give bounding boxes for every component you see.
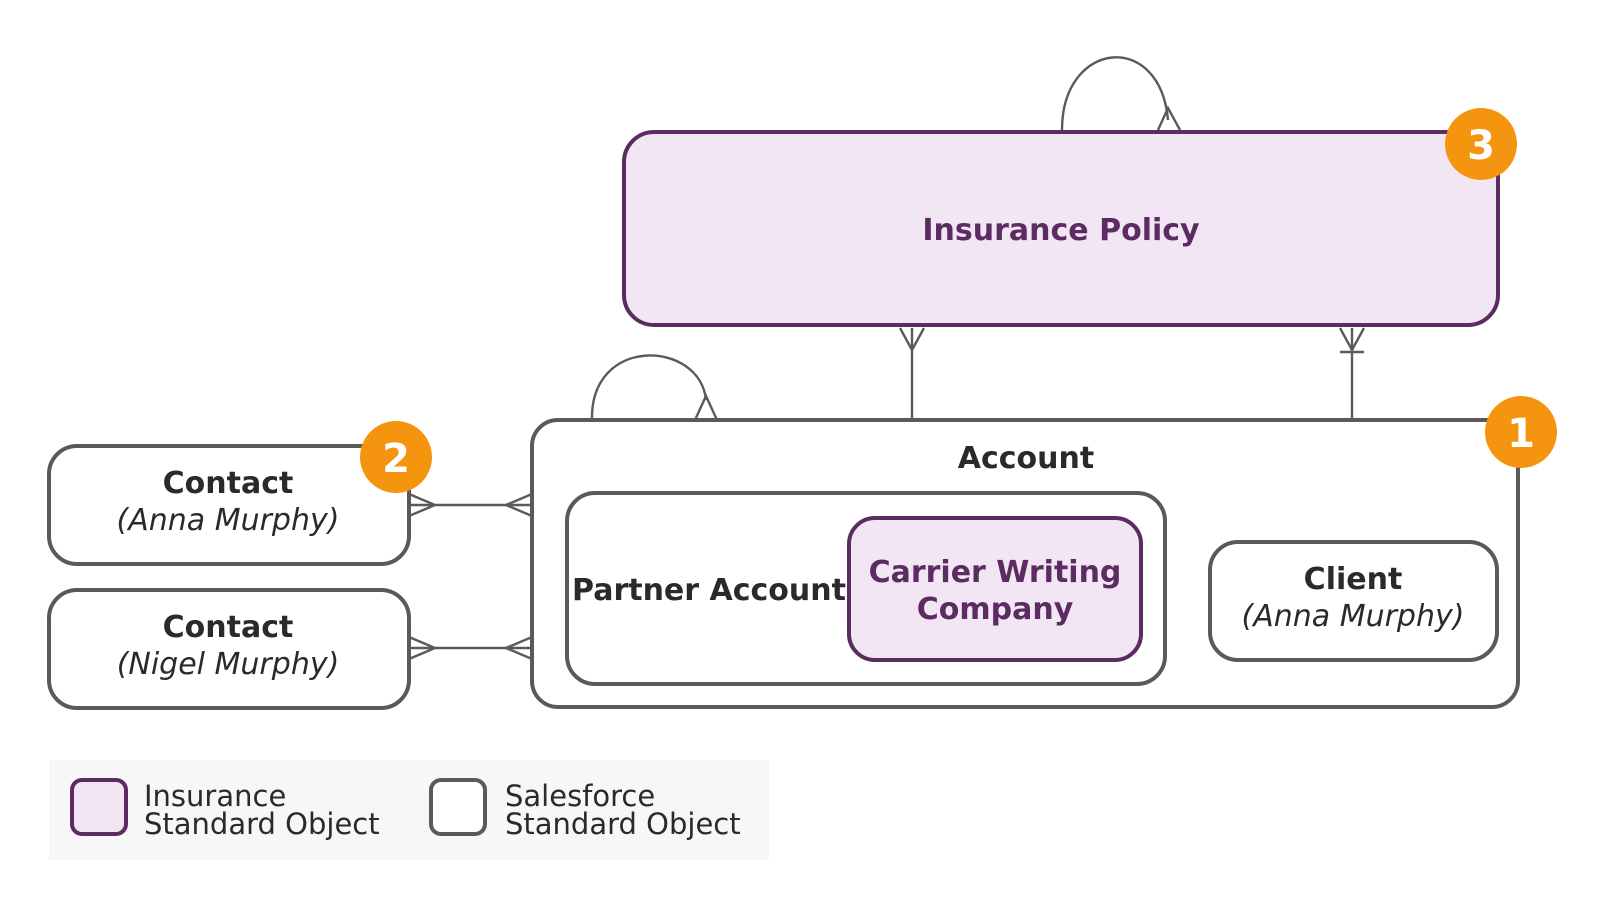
legend-insurance-line2: Standard Object (144, 807, 380, 841)
contact-anna-label: Contact (163, 466, 294, 501)
contact-nigel-label: Contact (163, 610, 294, 645)
account-self-relationship-loop (590, 354, 708, 421)
policy-self-relationship-loop (1060, 56, 1170, 131)
carrier-writing-company-entity[interactable]: Carrier Writing Company (847, 516, 1143, 662)
badge-1-number: 1 (1507, 411, 1535, 457)
carrier-label-line2: Company (917, 592, 1074, 627)
legend-salesforce-swatch (429, 778, 487, 836)
badge-3-number: 3 (1467, 123, 1495, 169)
badge-2-number: 2 (382, 436, 410, 482)
client-person: (Anna Murphy) (1242, 599, 1465, 634)
legend-salesforce-line1: Salesforce (505, 779, 655, 813)
partner-account-label: Partner Account (572, 573, 846, 608)
client-label: Client (1304, 562, 1403, 597)
client-entity[interactable]: Client (Anna Murphy) (1208, 540, 1499, 662)
contact-anna-crowfoot (408, 492, 439, 518)
insurance-policy-label: Insurance Policy (922, 213, 1200, 248)
account-label: Account (958, 441, 1094, 476)
account-contact-anna-crowfoot (502, 492, 533, 518)
contact-nigel-crowfoot (408, 635, 439, 661)
badge-1: 1 (1485, 396, 1557, 468)
badge-2: 2 (360, 421, 432, 493)
contact-anna-person: (Anna Murphy) (117, 503, 340, 538)
legend: Insurance Standard Object Salesforce Sta… (49, 760, 769, 860)
policy-carrier-crowfoot (898, 327, 926, 353)
contact-anna-entity[interactable]: Contact (Anna Murphy) (47, 444, 411, 566)
legend-salesforce-line2: Standard Object (505, 807, 741, 841)
legend-insurance-swatch (70, 778, 128, 836)
account-self-crowfoot (693, 393, 719, 421)
policy-self-crowfoot (1156, 105, 1182, 131)
legend-insurance-line1: Insurance (144, 779, 286, 813)
policy-client-crowfoot (1338, 327, 1366, 353)
contact-nigel-entity[interactable]: Contact (Nigel Murphy) (47, 588, 411, 710)
insurance-policy-entity[interactable]: Insurance Policy (622, 130, 1500, 327)
carrier-label-line1: Carrier Writing (869, 555, 1122, 590)
contact-nigel-person: (Nigel Murphy) (117, 647, 340, 682)
badge-3: 3 (1445, 108, 1517, 180)
legend-background (49, 760, 769, 860)
account-contact-nigel-crowfoot (502, 635, 533, 661)
